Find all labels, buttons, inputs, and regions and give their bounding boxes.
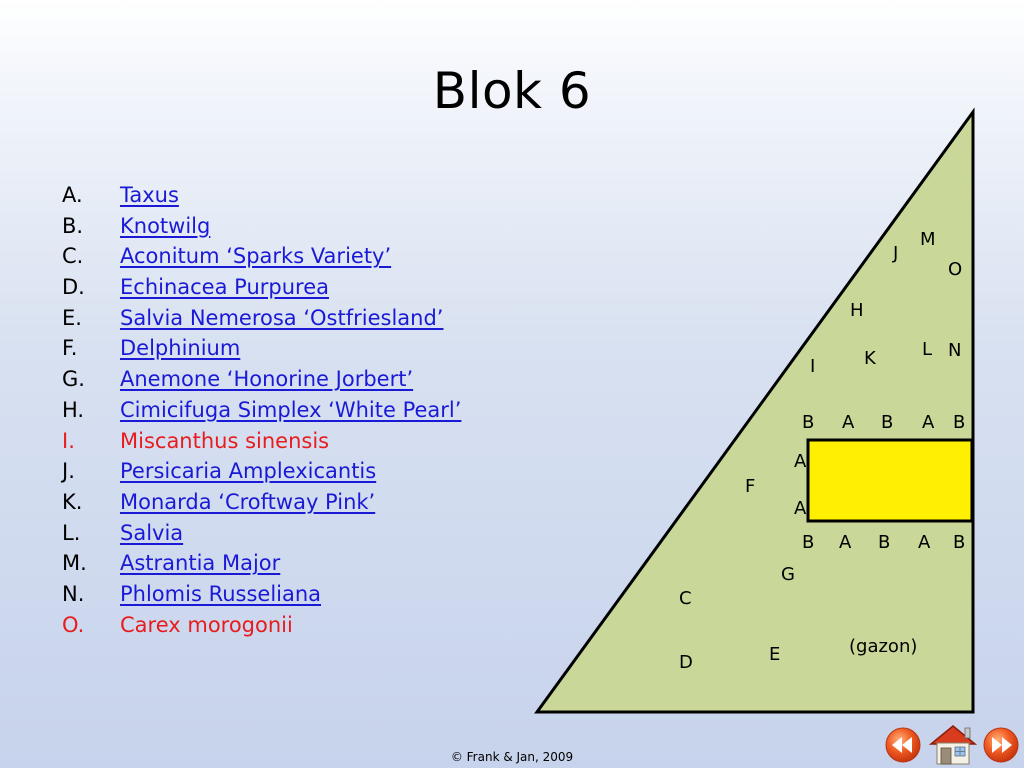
plant-letter: H. <box>62 397 85 422</box>
plant-letter: A. <box>62 183 83 207</box>
label-o: O <box>948 259 962 280</box>
label-d: D <box>679 652 693 673</box>
plant-letter: N. <box>62 581 85 606</box>
plant-name-link[interactable]: Aconitum ‘Sparks Variety’ <box>120 244 392 269</box>
plant-letter: D. <box>62 275 85 300</box>
plant-letter: M. <box>62 551 87 576</box>
plant-name-link[interactable]: Echinacea Purpurea <box>120 275 329 300</box>
label-i: I <box>810 356 815 377</box>
label-k: K <box>864 348 877 369</box>
plant-list-item[interactable]: J. Persicaria Amplexicantis <box>62 456 461 487</box>
plant-letter: F. <box>62 336 78 361</box>
slide-title: Blok 6 <box>432 62 592 120</box>
plant-name-link[interactable]: Delphinium <box>120 336 241 361</box>
bottom-row-label: B <box>878 532 890 553</box>
plant-list-item[interactable]: F. Delphinium <box>62 333 461 364</box>
top-row-label: A <box>922 412 935 433</box>
plant-letter: J. <box>62 459 75 484</box>
plant-letter: L. <box>62 520 81 545</box>
plant-letter: B. <box>62 213 84 238</box>
plant-letter: G. <box>62 367 85 392</box>
garden-bed-triangle <box>534 107 975 714</box>
bottom-row-label: B <box>802 532 814 553</box>
plant-name-link[interactable]: Salvia Nemerosa ‘Ostfriesland’ <box>120 305 444 330</box>
plant-letter: K. <box>62 489 83 514</box>
label-j: J <box>892 243 898 264</box>
rewind-icon <box>892 737 912 753</box>
plant-list-item: I. Miscanthus sinensis <box>62 426 461 457</box>
plant-list-item[interactable]: M. Astrantia Major <box>62 548 461 579</box>
plant-list-item[interactable]: H. Cimicifuga Simplex ‘White Pearl’ <box>62 395 461 426</box>
plant-name-link[interactable]: Monarda ‘Croftway Pink’ <box>120 489 376 514</box>
plant-list-item[interactable]: A. Taxus <box>62 180 461 211</box>
label-side-bottom: A <box>794 498 807 519</box>
plant-list-item[interactable]: L. Salvia <box>62 518 461 549</box>
label-side-top: A <box>794 451 807 472</box>
label-n: N <box>948 340 961 361</box>
top-row-label: B <box>802 412 814 433</box>
plant-name: Miscanthus sinensis <box>120 428 330 453</box>
label-lawn: (gazon) <box>849 636 917 657</box>
bottom-row-label: A <box>918 532 931 553</box>
fast-forward-icon <box>992 737 1012 753</box>
plant-list-item[interactable]: B. Knotwilg <box>62 211 461 242</box>
label-e: E <box>769 644 780 665</box>
plant-list-item: O. Carex morogonii <box>62 610 461 641</box>
plant-letter: C. <box>62 244 84 269</box>
plant-letter: O. <box>62 612 85 637</box>
label-g: G <box>781 564 795 585</box>
plant-list-item[interactable]: C. Aconitum ‘Sparks Variety’ <box>62 241 461 272</box>
footer-copyright: © Frank & Jan, 2009 <box>450 750 574 764</box>
previous-slide-button[interactable] <box>882 726 926 766</box>
label-f: F <box>745 476 755 497</box>
plant-name-link[interactable]: Anemone ‘Honorine Jorbert’ <box>120 367 414 392</box>
next-slide-button[interactable] <box>980 726 1024 766</box>
plant-list-item[interactable]: E. Salvia Nemerosa ‘Ostfriesland’ <box>62 303 461 334</box>
plant-letter: E. <box>62 305 82 330</box>
plant-name-link[interactable]: Taxus <box>120 183 179 207</box>
label-c: C <box>679 588 692 609</box>
plant-list-item[interactable]: G. Anemone ‘Honorine Jorbert’ <box>62 364 461 395</box>
plant-name-link[interactable]: Cimicifuga Simplex ‘White Pearl’ <box>120 397 462 422</box>
top-row-label: A <box>842 412 855 433</box>
plant-letter: I. <box>62 428 75 453</box>
bottom-row-label: B <box>953 532 965 553</box>
plant-name-link[interactable]: Persicaria Amplexicantis <box>120 459 377 484</box>
plant-list-item[interactable]: N. Phlomis Russeliana <box>62 579 461 610</box>
label-l: L <box>922 339 932 360</box>
label-h: H <box>850 300 864 321</box>
yellow-plot <box>806 438 974 523</box>
label-m: M <box>920 229 936 250</box>
home-button[interactable] <box>927 722 979 768</box>
plant-list-item[interactable]: K. Monarda ‘Croftway Pink’ <box>62 487 461 518</box>
plant-name: Carex morogonii <box>120 612 293 637</box>
home-icon <box>928 725 978 765</box>
plant-name-link[interactable]: Phlomis Russeliana <box>120 581 322 606</box>
top-row-label: B <box>953 412 965 433</box>
plant-name-link[interactable]: Salvia <box>120 520 184 545</box>
plant-name-link[interactable]: Knotwilg <box>120 213 211 238</box>
plant-name-link[interactable]: Astrantia Major <box>120 551 281 576</box>
bottom-row-label: A <box>839 532 852 553</box>
plant-list-item[interactable]: D. Echinacea Purpurea <box>62 272 461 303</box>
top-row-label: B <box>881 412 893 433</box>
